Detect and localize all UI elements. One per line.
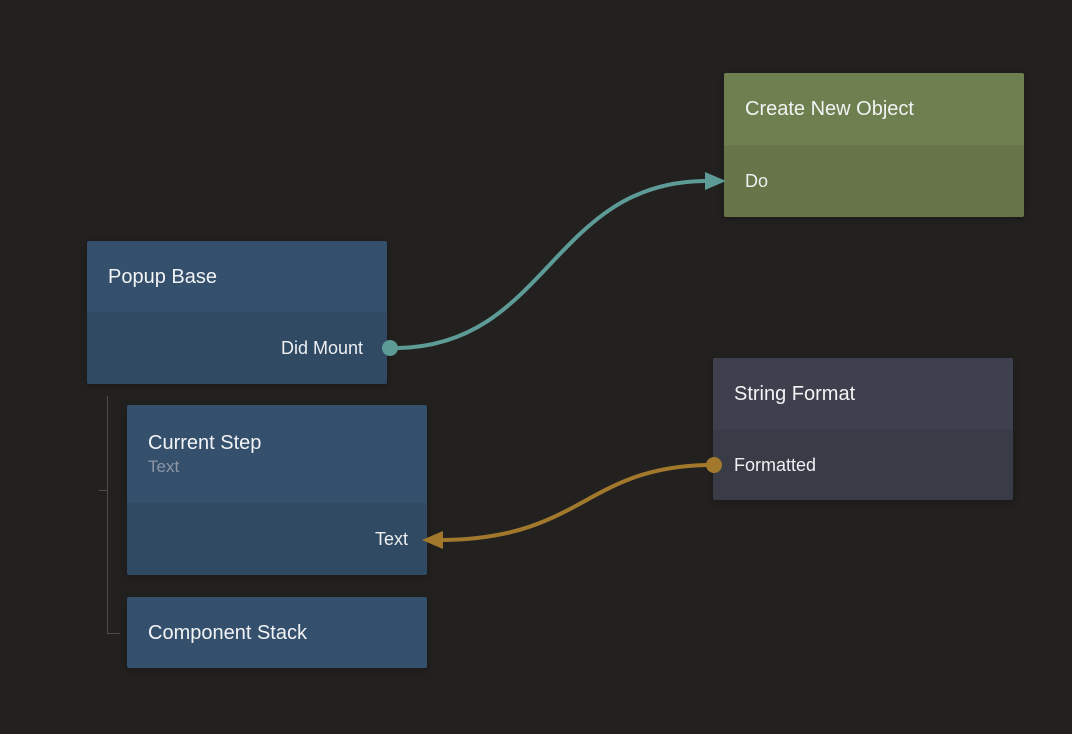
node-header: Current Step Text [127, 405, 427, 503]
port-formatted-output[interactable]: Formatted [734, 454, 817, 475]
node-subtitle: Text [148, 457, 180, 476]
node-title: Create New Object [745, 98, 914, 120]
wire-did-mount-to-do[interactable] [396, 179, 706, 350]
hierarchy-line-tick [99, 490, 108, 491]
node-title: Component Stack [148, 621, 307, 644]
node-body: Did Mount [87, 312, 387, 384]
node-header: Popup Base [87, 241, 387, 312]
hierarchy-line-elbow [107, 633, 120, 634]
port-did-mount-output[interactable]: Did Mount [280, 337, 363, 358]
node-body: Formatted [713, 430, 1013, 500]
node-string-format[interactable]: String Format Formatted [713, 358, 1013, 500]
node-title: Popup Base [108, 265, 217, 288]
node-title: String Format [734, 383, 856, 405]
node-create-new-object[interactable]: Create New Object Do [724, 73, 1024, 217]
port-text-input[interactable]: Text [374, 528, 408, 549]
node-body: Do [724, 145, 1024, 217]
port-do-input[interactable]: Do [745, 170, 769, 191]
hierarchy-line-vertical [107, 396, 108, 634]
node-header: Create New Object [724, 73, 1024, 145]
node-title: Current Step [148, 432, 262, 454]
arrowhead-do-input-icon [705, 172, 726, 190]
node-body: Text [127, 503, 427, 575]
node-component-stack[interactable]: Component Stack [127, 597, 427, 668]
node-header: Component Stack [127, 597, 427, 668]
node-current-step[interactable]: Current Step Text Text [127, 405, 427, 575]
wire-formatted-to-text[interactable] [442, 463, 708, 542]
node-popup-base[interactable]: Popup Base Did Mount [87, 241, 387, 384]
node-header: String Format [713, 358, 1013, 430]
